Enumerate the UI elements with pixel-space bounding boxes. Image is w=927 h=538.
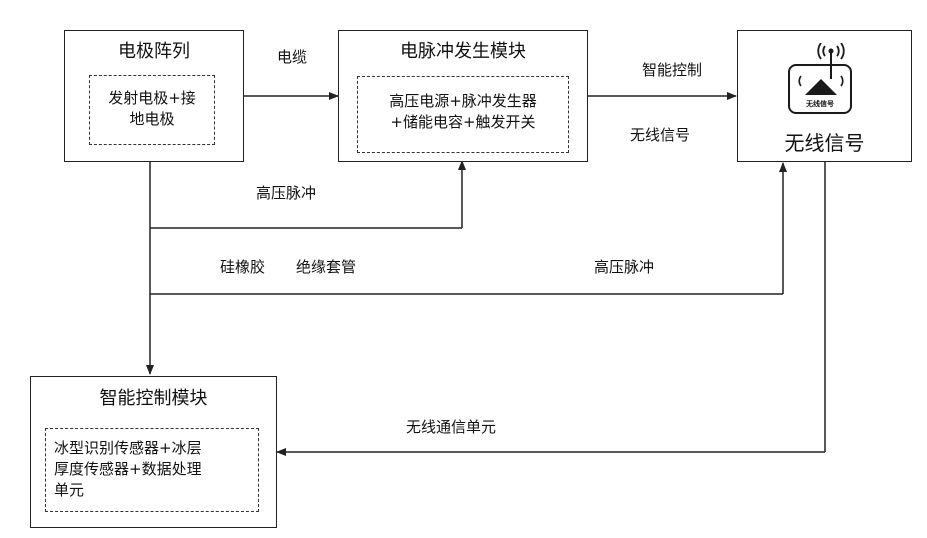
pulse-module-inner: 高压电源+脉冲发生器 +储能电容+触发开关 bbox=[357, 76, 569, 153]
control-module-line-1: 冰型识别传感器+冰层 bbox=[54, 438, 254, 459]
electrode-array-line-2: 地电极 bbox=[94, 109, 210, 130]
hv-pulse-label-1: 高压脉冲 bbox=[256, 182, 316, 203]
wireless-box: 无线信号 无线信号 bbox=[737, 30, 912, 162]
insulation-sleeve-label: 绝缘套管 bbox=[296, 256, 356, 277]
control-module-line-2: 厚度传感器+数据处理 bbox=[54, 459, 254, 480]
pulse-module-content: 高压电源+脉冲发生器 +储能电容+触发开关 bbox=[362, 91, 564, 133]
control-module-line-3: 单元 bbox=[54, 480, 254, 501]
control-module-box: 智能控制模块 冰型识别传感器+冰层 厚度传感器+数据处理 单元 bbox=[30, 376, 277, 528]
wireless-title: 无线信号 bbox=[738, 127, 911, 156]
electrode-array-title: 电极阵列 bbox=[65, 37, 243, 63]
electrode-array-box: 电极阵列 发射电极+接 地电极 bbox=[64, 30, 244, 162]
electrode-array-content: 发射电极+接 地电极 bbox=[94, 88, 210, 130]
smart-control-label: 智能控制 bbox=[642, 59, 702, 80]
wireless-icon-label: 无线信号 bbox=[793, 100, 847, 109]
silicone-rubber-label: 硅橡胶 bbox=[220, 256, 265, 277]
pulse-module-box: 电脉冲发生模块 高压电源+脉冲发生器 +储能电容+触发开关 bbox=[338, 30, 588, 162]
electrode-array-inner: 发射电极+接 地电极 bbox=[89, 75, 215, 145]
wireless-comm-label: 无线通信单元 bbox=[406, 416, 496, 437]
pulse-module-line-1: 高压电源+脉冲发生器 bbox=[362, 91, 564, 112]
wireless-signal-label: 无线信号 bbox=[630, 124, 690, 145]
electrode-array-line-1: 发射电极+接 bbox=[94, 88, 210, 109]
cable-label: 电缆 bbox=[277, 46, 307, 67]
control-module-content: 冰型识别传感器+冰层 厚度传感器+数据处理 单元 bbox=[54, 438, 254, 501]
pulse-module-line-2: +储能电容+触发开关 bbox=[362, 112, 564, 133]
hv-pulse-label-2: 高压脉冲 bbox=[594, 256, 654, 277]
wifi-antenna-icon: 无线信号 bbox=[781, 43, 859, 115]
control-module-title: 智能控制模块 bbox=[31, 384, 276, 410]
pulse-module-title: 电脉冲发生模块 bbox=[339, 37, 587, 63]
control-module-inner: 冰型识别传感器+冰层 厚度传感器+数据处理 单元 bbox=[45, 428, 259, 512]
